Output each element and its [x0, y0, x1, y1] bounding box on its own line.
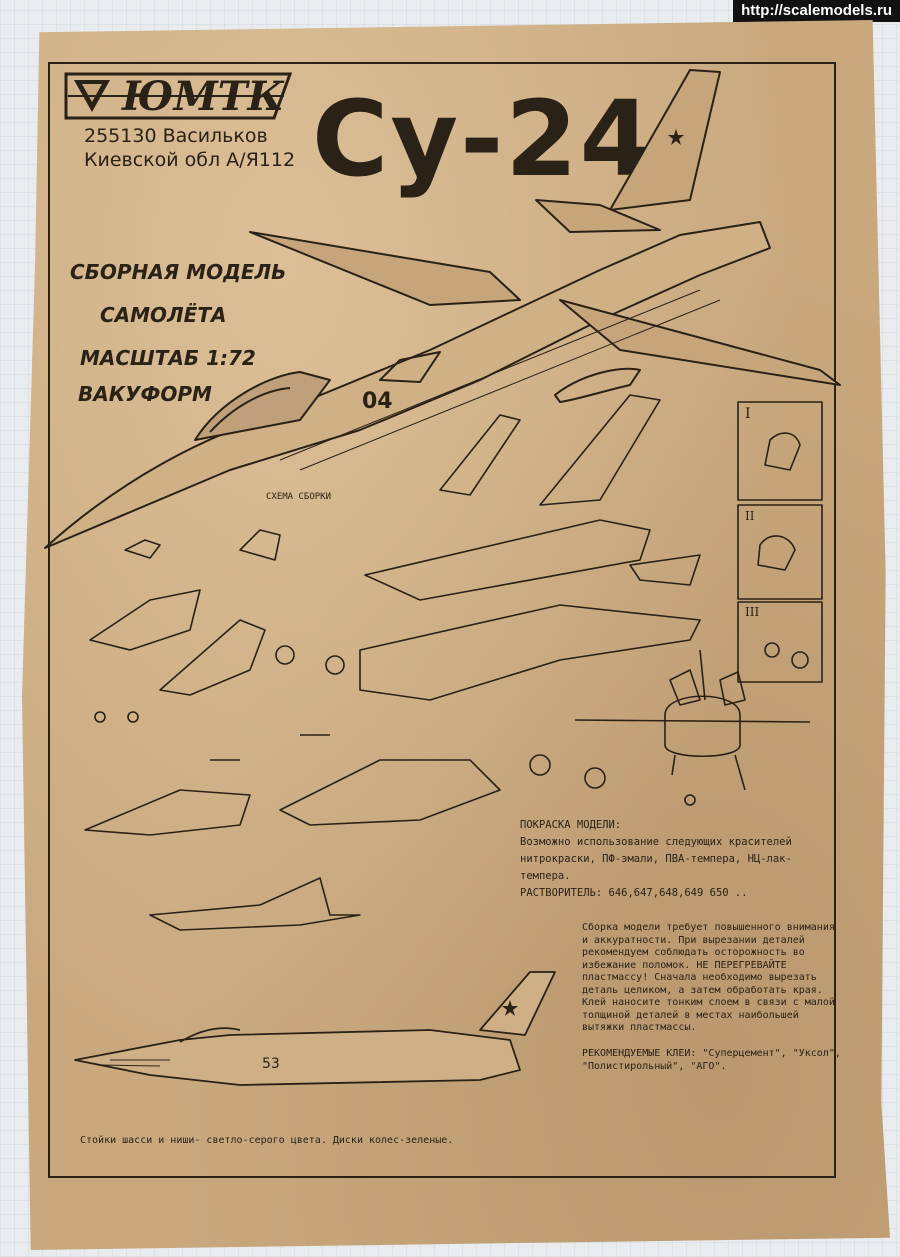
recommended-glue: РЕКОМЕНДУЕМЫЕ КЛЕИ: "Суперцемент", "Уксо…: [582, 1048, 841, 1072]
side-number: 04: [362, 389, 393, 414]
assembly-note: Сборка модели требует повышенного вниман…: [582, 922, 835, 1033]
painting-text: Возможно использование следующих красите…: [520, 836, 792, 882]
assembly-diagram: [84, 394, 701, 931]
painting-solvents: РАСТВОРИТЕЛЬ: 646,647,648,649 650 ..: [520, 887, 748, 899]
sheet-border: [48, 62, 836, 1178]
painting-heading: ПОКРАСКА МОДЕЛИ:: [520, 819, 622, 831]
profile-number: 53: [262, 1056, 280, 1072]
step-label-3: III: [745, 605, 759, 619]
address-line-2: Киевской обл А/Я112: [84, 149, 296, 171]
address-line-1: 255130 Васильков: [84, 125, 268, 147]
assembly-diagram-label: СХЕМА СБОРКИ: [266, 492, 332, 502]
logo-text: ЮМТК: [121, 73, 285, 120]
footer-note: Стойки шасси и ниши- светло-серого цвета…: [80, 1135, 454, 1146]
star-insignia: [502, 129, 684, 1016]
manufacturer-logo: ЮМТК: [62, 68, 292, 122]
manufacturer-address: 255130 Васильков Киевской обл А/Я112: [84, 124, 295, 172]
main-aircraft-drawing: [44, 69, 841, 549]
subtitle-line-4: ВАКУФОРМ: [78, 382, 212, 406]
subtitle-line-3: МАСШТАБ 1:72: [80, 346, 256, 370]
painting-section: ПОКРАСКА МОДЕЛИ: Возможно использование …: [520, 817, 840, 902]
subtitle-line-1: СБОРНАЯ МОДЕЛЬ: [70, 260, 287, 284]
model-title: Су-24: [312, 78, 655, 200]
step-label-1: I: [745, 406, 751, 422]
front-view-drawing: [574, 649, 811, 806]
step-boxes: [737, 401, 823, 683]
step-label-2: II: [745, 509, 755, 523]
side-profile-drawing: [74, 971, 556, 1086]
logo-mark: ЮМТК: [64, 72, 292, 120]
subtitle-line-2: САМОЛЁТА: [100, 303, 227, 327]
watermark: http://scalemodels.ru: [733, 0, 900, 22]
